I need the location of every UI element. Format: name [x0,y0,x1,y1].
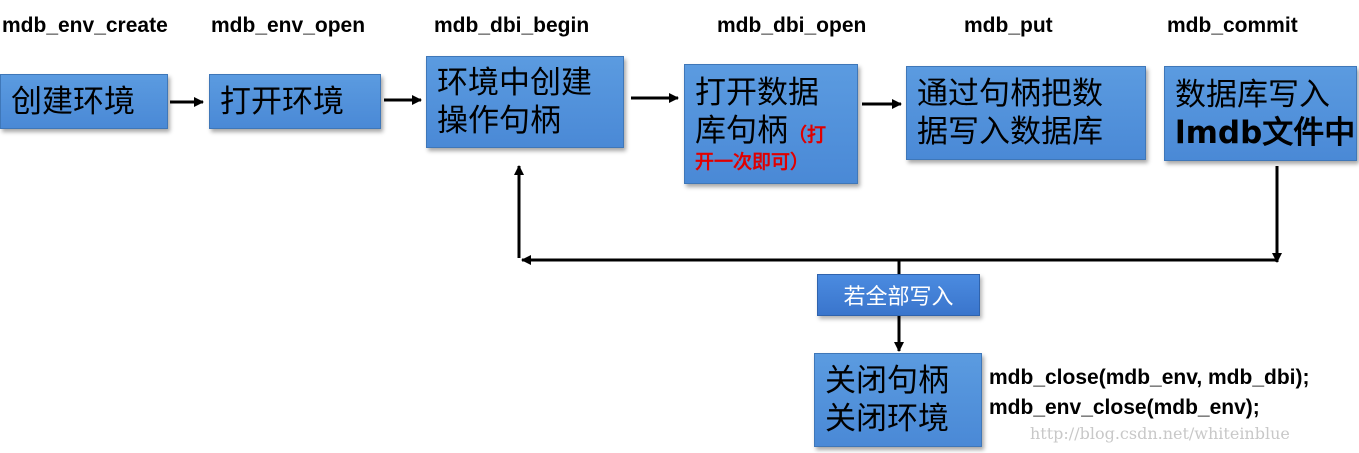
step-begin-txn: 环境中创建 操作句柄 [426,56,624,148]
step-close-line1: 关闭句柄 [825,363,949,399]
step-create-env-text: 创建环境 [11,83,135,120]
label-mdb-put: mdb_put [964,14,1053,37]
step-close-line2: 关闭环境 [825,401,949,437]
step-commit-data-line2: lmdb文件中 [1175,114,1356,151]
watermark-url: http://blog.csdn.net/whiteinblue [1030,424,1290,443]
step-open-env: 打开环境 [209,74,381,129]
label-mdb-dbi-open: mdb_dbi_open [717,14,867,37]
label-mdb-env-open: mdb_env_open [211,14,366,37]
step-open-dbi-line2: 库句柄 [695,113,788,149]
step-put-data: 通过句柄把数 据写入数据库 [906,66,1146,160]
step-commit-data-line1: 数据库写入 [1175,76,1330,113]
step-open-dbi: 打开数据 库句柄（打 开一次即可） [684,64,858,184]
label-mdb-commit: mdb_commit [1167,14,1298,37]
close-calls: mdb_close(mdb_env, mdb_dbi); mdb_env_clo… [989,363,1310,423]
close-call-line1: mdb_close(mdb_env, mdb_dbi); [989,366,1310,389]
step-open-dbi-note-part1: （打 [788,124,827,146]
step-begin-txn-line1: 环境中创建 [437,65,592,101]
step-put-data-line1: 通过句柄把数 [917,76,1103,112]
label-mdb-env-create: mdb_env_create [2,14,168,37]
branch-label-all-written: 若全部写入 [817,274,980,316]
step-close: 关闭句柄 关闭环境 [814,353,982,447]
step-begin-txn-line2: 操作句柄 [437,103,561,139]
step-put-data-line2: 据写入数据库 [917,114,1103,150]
step-create-env: 创建环境 [0,74,168,129]
step-open-dbi-line2-row: 库句柄（打 [695,112,857,150]
step-commit-data: 数据库写入 lmdb文件中 [1164,66,1357,161]
step-open-dbi-line1: 打开数据 [695,75,819,111]
step-open-dbi-note-part2: 开一次即可） [695,151,810,173]
close-call-line2: mdb_env_close(mdb_env); [989,396,1260,419]
step-open-env-text: 打开环境 [220,83,344,120]
label-mdb-dbi-begin: mdb_dbi_begin [434,14,590,37]
